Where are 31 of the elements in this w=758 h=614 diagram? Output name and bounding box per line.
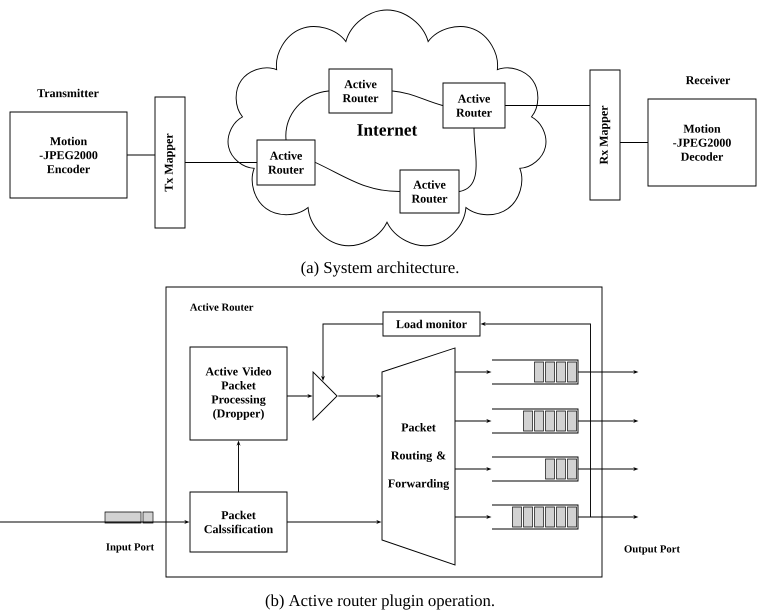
connector-line: [392, 90, 443, 106]
decoder-box: Motion -JPEG2000 Decoder: [648, 98, 756, 186]
caption: (a) System architecture.: [301, 261, 458, 277]
connector-line: [285, 90, 329, 140]
router-box: Active Router: [256, 140, 316, 186]
caption: (b) Active router plugin operation.: [266, 594, 494, 610]
router-box: Active Router: [328, 68, 392, 114]
panel-heading: Active Router: [190, 303, 254, 311]
side-label: Transmitter: [37, 88, 99, 98]
connector-line: [315, 162, 400, 192]
process-box: Active Video Packet Processing (Dropper): [190, 346, 288, 440]
connector-line: [185, 162, 257, 163]
connector-line: [620, 142, 648, 143]
queue-buffer: [492, 456, 578, 482]
encoder-box: Motion -JPEG2000 Encoder: [10, 112, 128, 198]
connector-line: [505, 105, 590, 106]
router-box: Active Router: [400, 170, 460, 214]
router-box: Active Router: [442, 82, 506, 128]
side-label: Receiver: [686, 76, 730, 84]
mapper-box: Tx Mapper: [154, 96, 186, 228]
switch-trapezoid: Packet Routing & Forwarding: [382, 347, 456, 566]
connector-line: [459, 128, 477, 192]
queue-buffer: [492, 360, 578, 384]
queue-buffer: [492, 504, 578, 530]
monitor-box: Load monitor: [382, 312, 480, 336]
port-label: Output Port: [624, 545, 680, 555]
queue-buffer: [492, 408, 578, 434]
connector-line: [127, 154, 155, 156]
port-label: Input Port: [106, 543, 154, 553]
mapper-box: Rx Mapper: [590, 70, 620, 200]
process-box: Packet Calssification: [190, 492, 288, 552]
